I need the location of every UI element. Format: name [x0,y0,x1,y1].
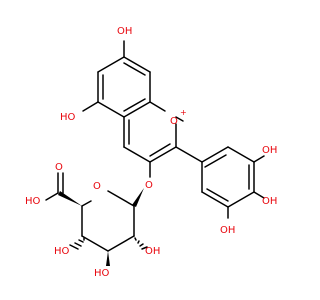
sugar-ring-oxygen-label: O [93,181,101,192]
hydroxyl-label: OH [145,246,160,257]
bond [149,146,177,163]
wedge-bond [58,191,82,206]
hydroxyl-label: HO [60,112,76,123]
bond [149,101,166,112]
hashed-bond [69,237,85,250]
positive-charge: + [180,108,187,117]
hydroxyl-label: HO [54,246,70,257]
hydroxyl-label: OH [262,196,277,207]
benzo-ring [97,56,151,118]
bond [107,190,135,207]
bond [253,191,265,199]
wedge-bond [106,251,110,266]
hash-segment [139,243,144,247]
bond [123,98,146,112]
hash-segment [137,240,140,244]
hydroxyl-label: OH [262,145,277,156]
pyrylium-ring [123,101,184,163]
bond [206,188,229,202]
bond [123,56,151,73]
bond [149,143,171,157]
hash-segment [141,246,148,250]
bond [45,192,59,201]
hash-segment [69,244,79,250]
bond [82,101,99,112]
bond [97,56,125,73]
molecule-structure-diagram: OH HO O + OH OH OH O O O HO HO OH HO [25,26,277,279]
bond [81,235,109,252]
bond [123,146,151,163]
bond [227,191,255,208]
wedge-bond [132,188,144,207]
ring-oxygen-label: O [170,116,178,127]
bond [201,146,229,163]
bond [204,154,227,168]
carbonyl-oxygen-label: O [55,162,63,173]
bond [81,200,92,207]
bond [123,101,151,118]
bond [107,235,135,252]
acid-hydroxyl-label: HO [25,196,41,207]
hash-segment [78,239,84,243]
hydroxyl-label: OH [220,225,235,236]
trihydroxyphenyl-ring [201,146,255,208]
bond [175,146,203,163]
bond [227,146,255,163]
ether-oxygen-label: O [145,180,153,191]
bond [201,191,229,208]
hash-segment [134,237,137,241]
hashed-bond [134,237,148,250]
bond [175,116,184,122]
glucuronide-ring [81,190,135,252]
bond [97,101,125,118]
hydroxyl-label: HO [94,268,110,279]
hash-segment [74,242,82,247]
bond [123,62,146,76]
bond [253,155,265,163]
hydroxyl-label: OH [117,26,132,37]
